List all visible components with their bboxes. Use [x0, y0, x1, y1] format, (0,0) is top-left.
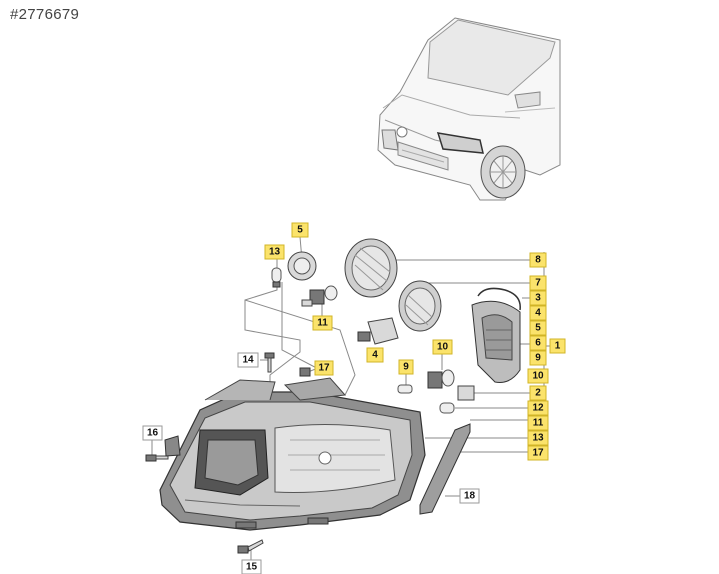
headlight-housing-icon	[159, 377, 426, 531]
callout-14: 14	[237, 352, 259, 368]
reference-number: #2776679	[10, 6, 80, 23]
svg-text:13: 13	[269, 247, 281, 258]
svg-text:13: 13	[532, 433, 544, 444]
socket-2-icon	[457, 385, 475, 401]
svg-text:8: 8	[535, 255, 541, 266]
callout-11: 11	[312, 315, 333, 331]
bulb-9-icon	[397, 384, 413, 394]
parts	[145, 238, 521, 554]
svg-text:5: 5	[297, 225, 303, 236]
cap-5-icon	[287, 251, 317, 281]
callout-18: 18	[459, 488, 480, 504]
callout-13: 13	[264, 244, 285, 260]
svg-text:9: 9	[403, 362, 409, 373]
svg-text:11: 11	[533, 418, 544, 429]
svg-text:14: 14	[242, 355, 254, 366]
svg-text:9: 9	[535, 353, 541, 364]
svg-text:2: 2	[535, 388, 541, 399]
callout-right-9: 9	[529, 350, 547, 366]
svg-text:4: 4	[372, 350, 378, 361]
van-illustration	[377, 17, 561, 201]
svg-text:4: 4	[535, 308, 541, 319]
svg-text:18: 18	[464, 491, 476, 502]
svg-text:1: 1	[555, 341, 561, 352]
callout-5: 5	[291, 222, 309, 238]
callout-15: 15	[241, 559, 262, 574]
callout-right-3: 3	[529, 290, 547, 306]
callout-right-8: 8	[529, 252, 547, 268]
callout-right-7: 7	[529, 275, 547, 291]
svg-text:17: 17	[318, 363, 330, 374]
svg-text:11: 11	[317, 318, 328, 329]
callout-17: 17	[314, 360, 334, 376]
callout-4: 4	[366, 347, 384, 363]
cap-8-icon	[344, 238, 398, 298]
callout-right-17: 17	[527, 445, 549, 461]
callout-9: 9	[398, 359, 414, 375]
svg-text:10: 10	[532, 371, 544, 382]
clip-3-icon	[477, 287, 521, 311]
callout-right-13: 13	[527, 430, 549, 446]
screw-15-icon	[237, 539, 264, 554]
callout-10: 10	[432, 339, 453, 355]
bulb-17-icon	[299, 367, 311, 377]
trim-strip-18-icon	[419, 423, 471, 515]
callout-right-1: 1	[549, 338, 566, 354]
callout-right-4: 4	[529, 305, 547, 321]
callout-right-5: 5	[529, 320, 547, 336]
svg-text:7: 7	[535, 278, 541, 289]
svg-text:15: 15	[246, 562, 258, 573]
callout-labels: 13 5 11 4 14 17 9 10 16 15 18 8 7 3 4 5 …	[142, 222, 566, 574]
bulb-13-icon	[271, 267, 282, 288]
callout-right-2: 2	[529, 385, 547, 401]
svg-text:3: 3	[535, 293, 541, 304]
svg-text:16: 16	[147, 428, 159, 439]
callout-right-12: 12	[527, 400, 549, 416]
callout-16: 16	[142, 425, 163, 441]
actuator-4-icon	[357, 317, 399, 345]
svg-text:12: 12	[532, 403, 544, 414]
svg-text:5: 5	[535, 323, 541, 334]
callout-right-10: 10	[527, 368, 549, 384]
cover-6-icon	[471, 300, 521, 383]
screw-16-icon	[145, 454, 169, 462]
screw-14-icon	[264, 352, 275, 373]
svg-text:6: 6	[535, 338, 541, 349]
bulb-12-icon	[439, 402, 455, 414]
bulb-10-icon	[427, 369, 455, 389]
callout-right-6: 6	[529, 335, 547, 351]
cap-7-icon	[398, 280, 442, 332]
callout-right-11: 11	[527, 415, 549, 431]
svg-text:17: 17	[532, 448, 544, 459]
svg-text:10: 10	[437, 342, 449, 353]
bulb-11-icon	[301, 285, 338, 307]
